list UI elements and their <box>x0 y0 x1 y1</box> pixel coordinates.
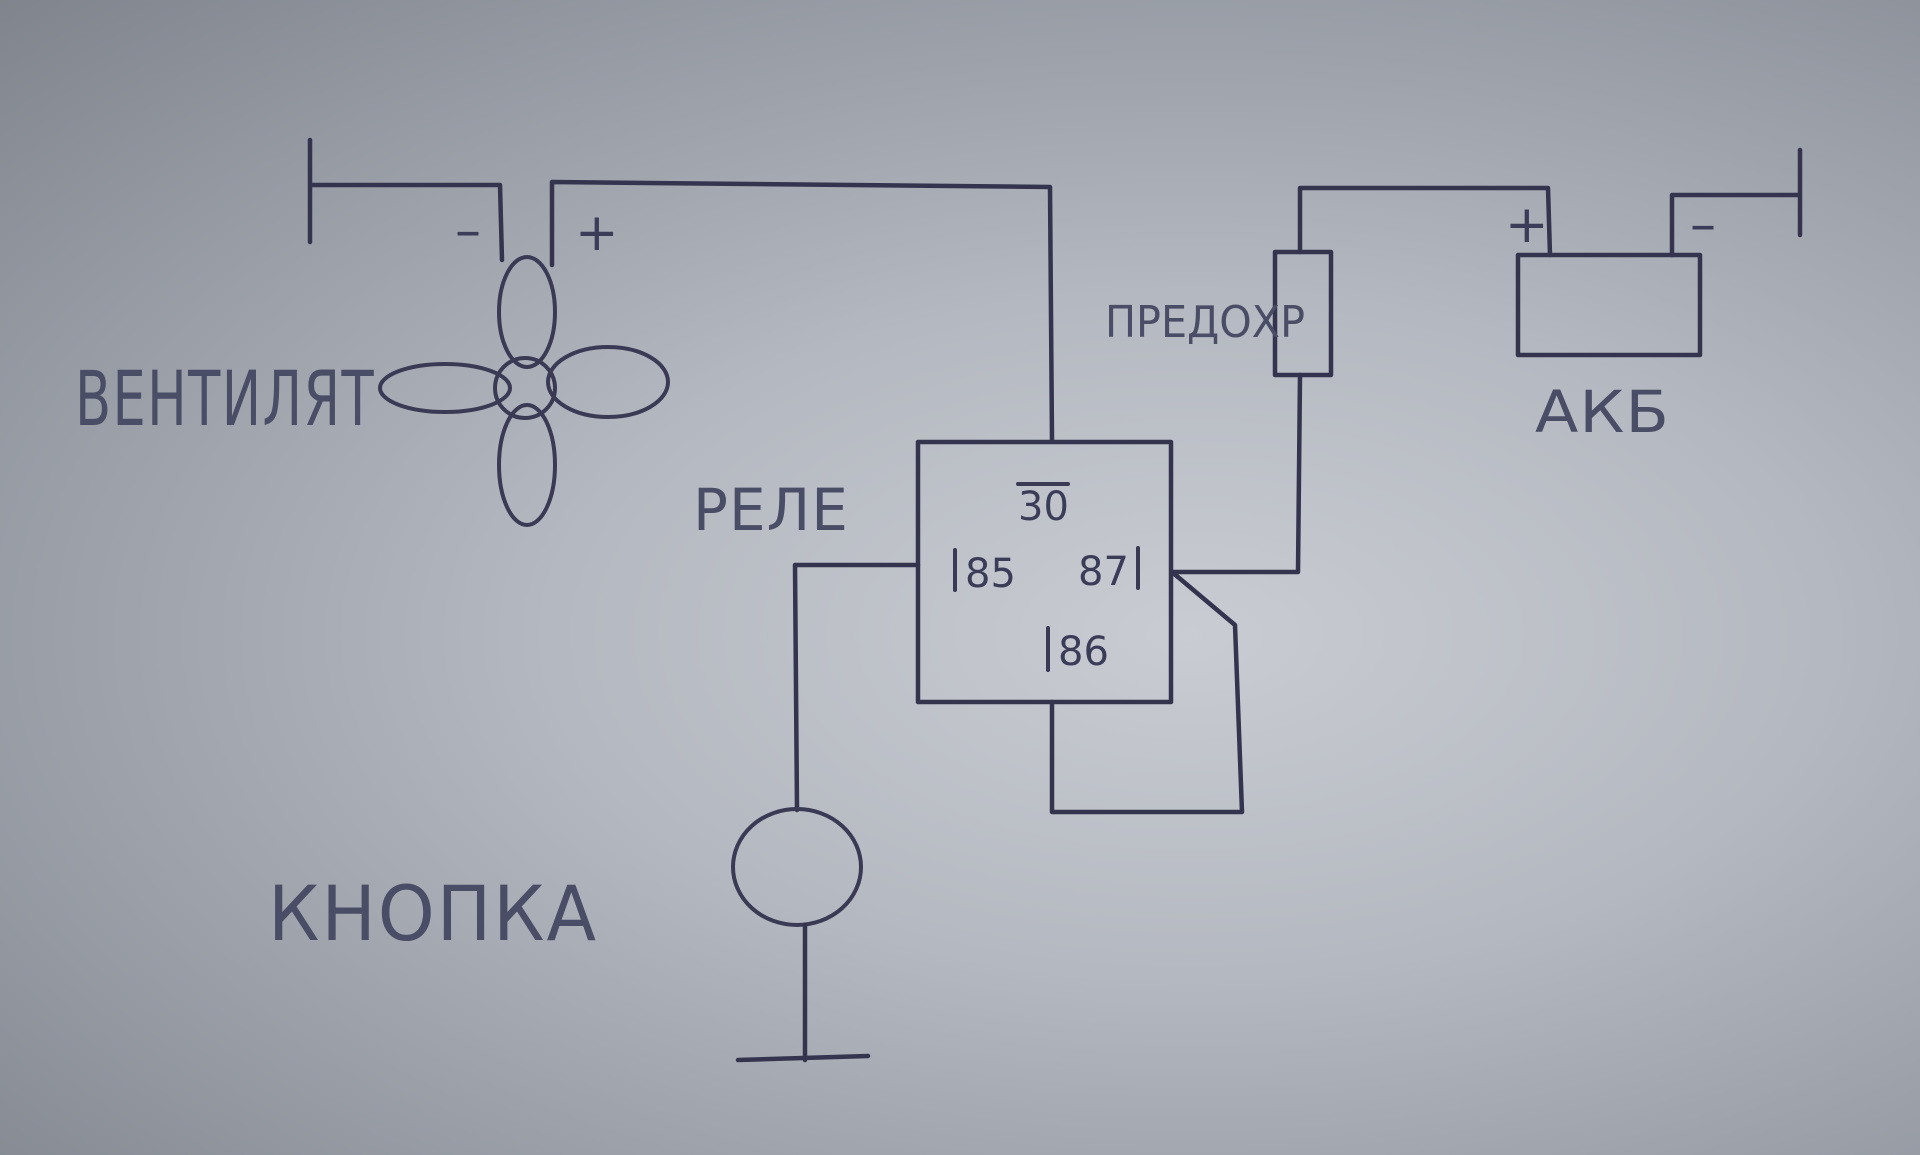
fuse-label: ПРЕДОХР <box>1105 297 1305 348</box>
battery-label: АКБ <box>1535 378 1670 446</box>
fan-icon <box>378 255 670 527</box>
fan-to-relay30-wire <box>549 179 1055 443</box>
button-label: КНОПКА <box>268 869 598 958</box>
relay86-to87-loop-wire <box>1049 569 1245 815</box>
relay-pin-87: 87 <box>1078 549 1129 595</box>
fuse-to-battery-wire <box>1297 185 1553 258</box>
relay87-to-fuse-wire <box>1169 372 1303 575</box>
battery-box <box>1515 252 1703 358</box>
fuse-box <box>1272 249 1334 378</box>
fan-ground-wire <box>307 137 505 263</box>
battery-ground-wire <box>1669 147 1803 258</box>
button-icon <box>731 807 863 927</box>
battery-minus-sign: – <box>1690 195 1716 255</box>
button-ground-wire <box>735 922 871 1063</box>
relay85-to-button-wire <box>792 562 921 813</box>
relay-pin-30: 30 <box>1018 484 1069 530</box>
fan-minus-sign: – <box>455 201 481 261</box>
relay-pin-86: 86 <box>1058 629 1109 675</box>
relay-pin-85: 85 <box>965 551 1016 597</box>
fan-label: ВЕНТИЛЯТ <box>75 354 375 443</box>
relay-label: РЕЛЕ <box>693 476 849 544</box>
fan-plus-sign: + <box>575 203 619 263</box>
battery-plus-sign: + <box>1505 195 1549 255</box>
